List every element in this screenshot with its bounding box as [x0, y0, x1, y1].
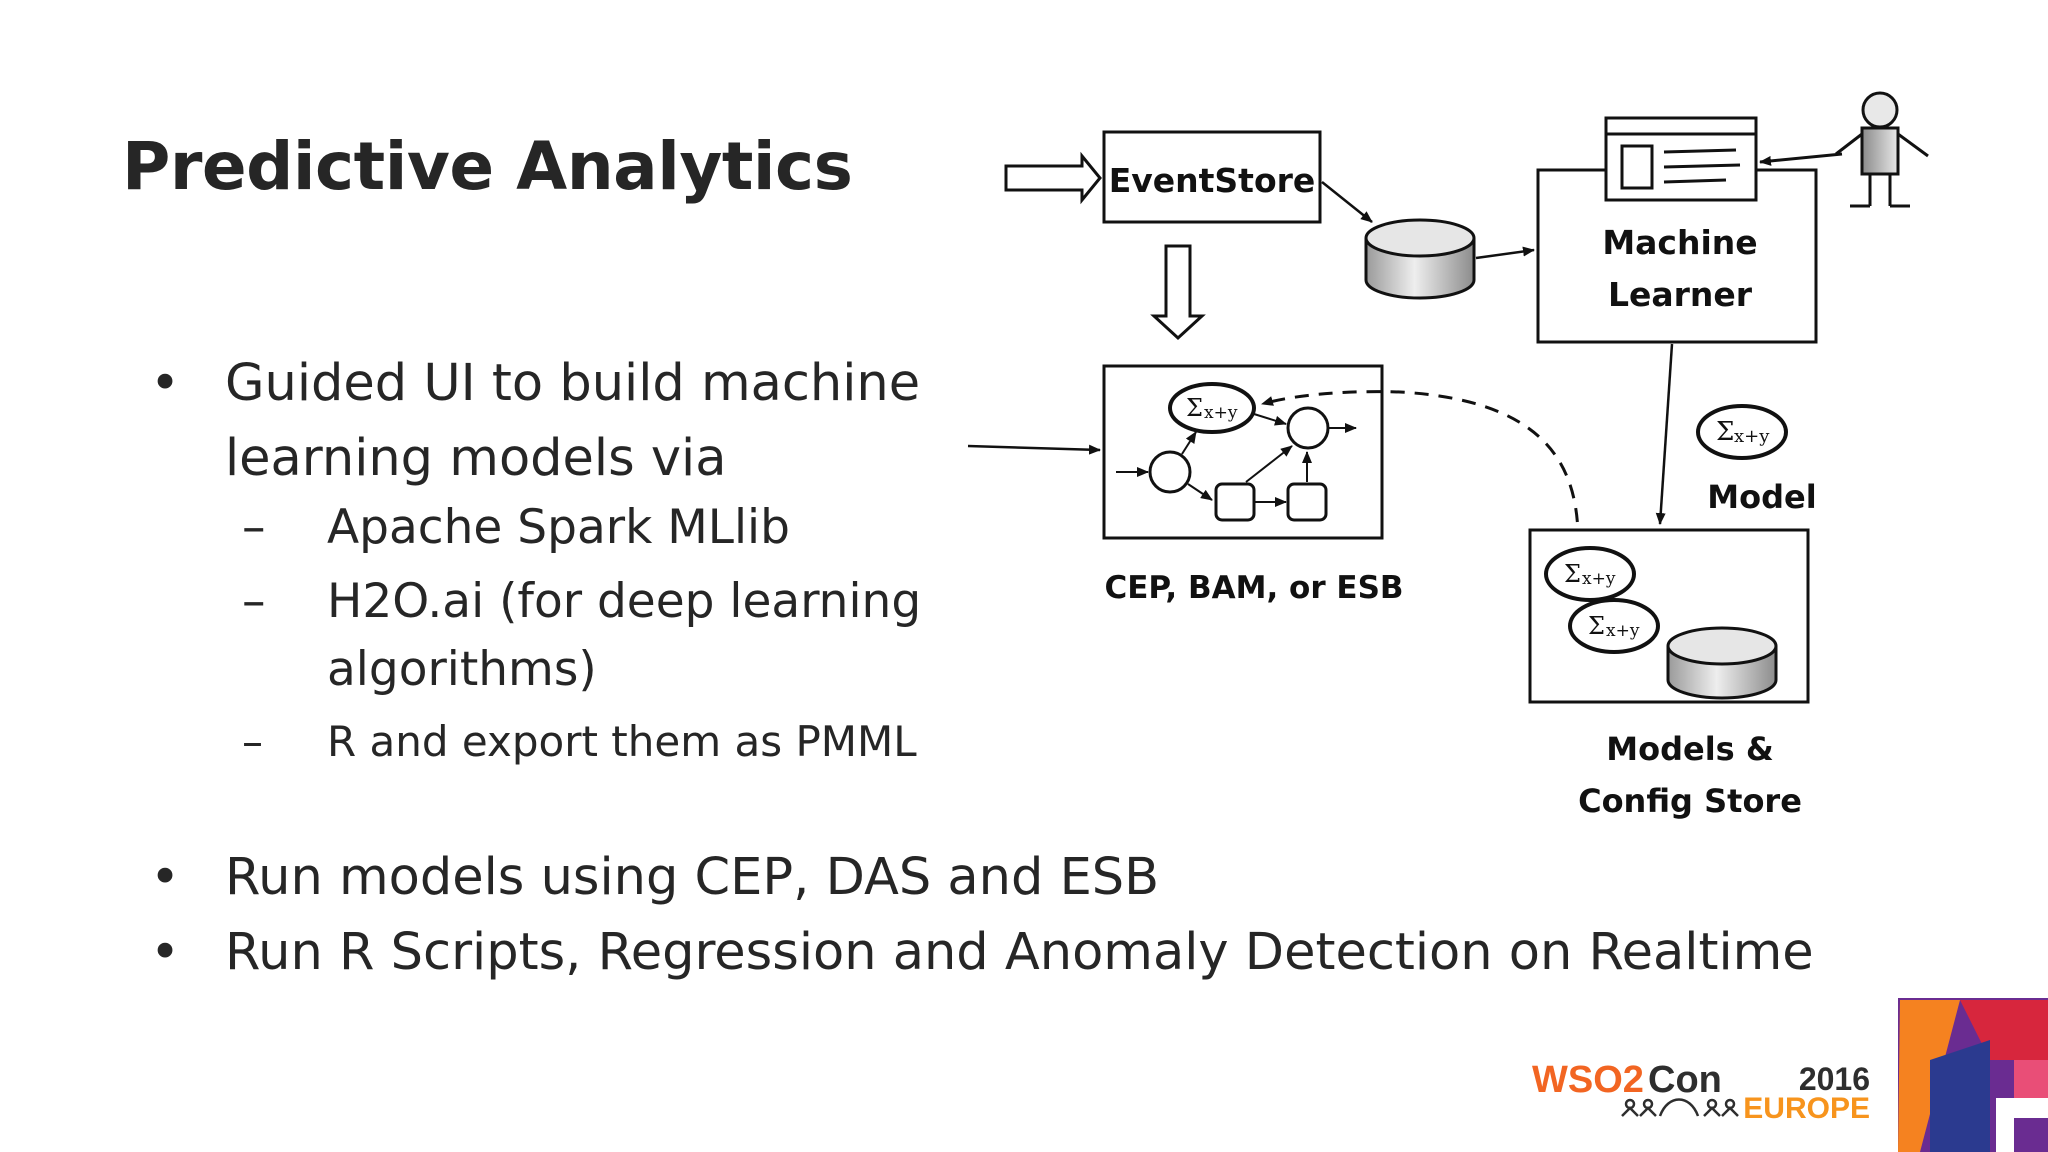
bullet-text: Run R Scripts, Regression and Anomaly De…	[225, 923, 1814, 982]
sigma-glyph: Σ	[1716, 417, 1734, 447]
cep-label: CEP, BAM, or ESB	[1104, 570, 1403, 606]
bullet-guided-ui: • Guided UI to build machine learning mo…	[150, 346, 921, 496]
machine-learner-label-line2: Learner	[1608, 275, 1753, 314]
logo-region: EUROPE	[1743, 1092, 1870, 1125]
eventstore-label: EventStore	[1109, 161, 1316, 200]
sigma-sub: x+y	[1582, 569, 1616, 589]
dashed-model-deploy-arrow	[1261, 390, 1580, 547]
sigma-glyph: Σ	[1186, 394, 1203, 422]
subitem-text-line2: algorithms)	[327, 642, 597, 697]
bullet-run-models: • Run models using CEP, DAS and ESB	[150, 840, 1160, 915]
sigma-glyph: Σ	[1564, 560, 1581, 588]
arrow-input-to-cep	[967, 444, 1101, 455]
model-sigma-icon: Σ x+y	[1696, 404, 1788, 460]
arrow-db-to-learner	[1475, 246, 1535, 260]
database-icon	[1364, 218, 1476, 300]
bullet-text-line1: Guided UI to build machine	[225, 354, 921, 413]
cep-node: Σ x+y	[1102, 364, 1384, 540]
sigma-glyph: Σ	[1588, 612, 1605, 640]
model-label: Model	[1707, 478, 1816, 516]
dash-glyph: –	[242, 717, 263, 766]
logo-con: Con	[1648, 1059, 1722, 1101]
models-store-label-line1: Models &	[1606, 730, 1774, 768]
dash-glyph: –	[242, 500, 266, 555]
subitem-h2o: – H2O.ai (for deep learning algorithms)	[242, 568, 922, 704]
sigma-sub: x+y	[1606, 621, 1640, 641]
audience-icon	[1621, 1098, 1739, 1117]
arrow-eventstore-to-db	[1321, 181, 1373, 223]
bullet-run-r-scripts: • Run R Scripts, Regression and Anomaly …	[150, 915, 1814, 990]
database-icon	[1666, 626, 1778, 700]
slide-title: Predictive Analytics	[122, 128, 853, 205]
bullet-text: Run models using CEP, DAS and ESB	[225, 848, 1160, 907]
subitem-r-pmml: – R and export them as PMML	[242, 708, 917, 776]
ui-window-icon	[1604, 116, 1758, 202]
arrow-person-to-ui	[1759, 152, 1843, 166]
arrow-learner-to-store	[1655, 343, 1674, 525]
corner-brand-graphic	[1898, 998, 2048, 1152]
subitem-spark-mllib: – Apache Spark MLlib	[242, 494, 790, 562]
machine-learner-label-line1: Machine	[1602, 223, 1757, 262]
bullet-text-line2: learning models via	[225, 429, 727, 488]
subitem-text: R and export them as PMML	[327, 717, 917, 766]
sigma-sub: x+y	[1204, 403, 1238, 423]
wso2con-logo: WSO2 Con 2016 EUROPE	[1532, 1059, 1870, 1125]
logo-year: 2016	[1799, 1061, 1870, 1097]
subitem-text: Apache Spark MLlib	[327, 500, 790, 555]
bullet-dot: •	[150, 848, 181, 907]
person-icon	[1835, 91, 1929, 208]
eventstore-node: EventStore	[1102, 130, 1322, 224]
models-store-label-line2: Config Store	[1578, 782, 1802, 820]
down-arrow-hollow	[1150, 244, 1206, 341]
dash-glyph: –	[242, 574, 266, 629]
subitem-text-line1: H2O.ai (for deep learning	[327, 574, 922, 629]
sigma-sub: x+y	[1734, 426, 1770, 447]
models-store-node: Σ x+y Σ x+y	[1528, 528, 1810, 704]
input-arrow-hollow	[1004, 151, 1102, 205]
bullet-dot: •	[150, 354, 181, 413]
logo-wso2: WSO2	[1532, 1059, 1644, 1101]
bullet-dot: •	[150, 923, 181, 982]
